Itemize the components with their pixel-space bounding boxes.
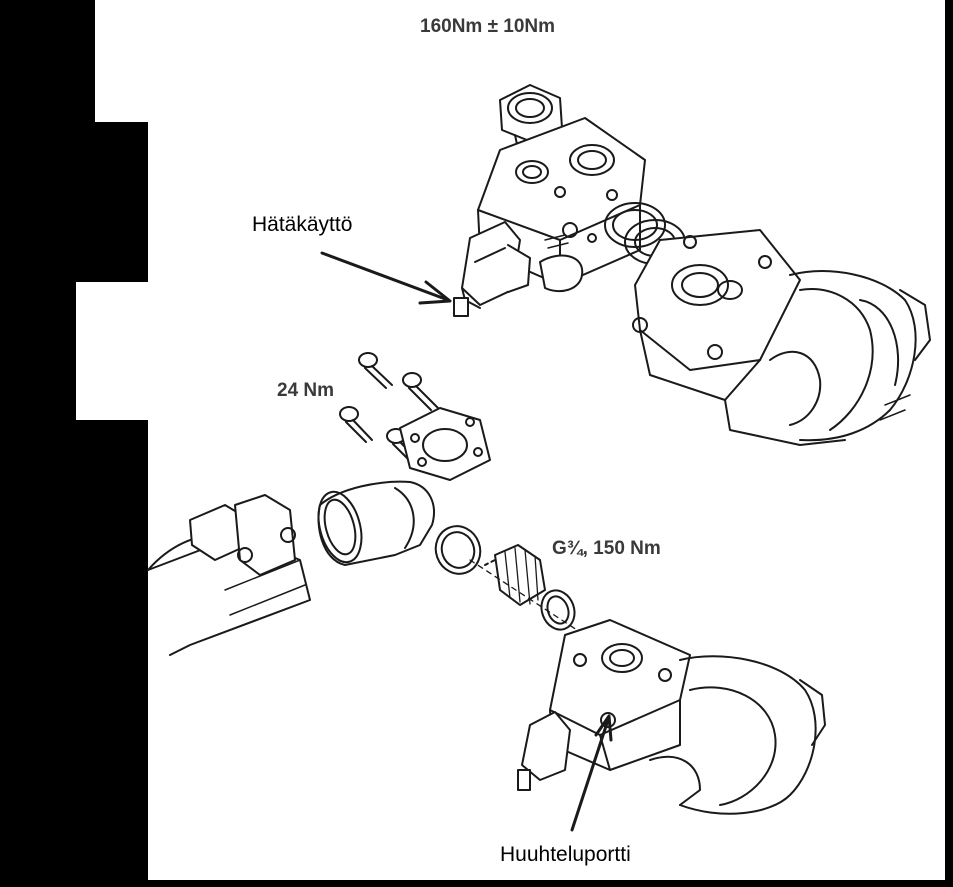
top-pump-body [632,229,931,446]
bolt-1 [358,352,393,389]
flush-port-arrow [570,714,613,832]
top-pump-assembly [453,84,931,446]
emergency-drive-actuator [453,221,584,317]
split-flange [399,407,491,481]
flange-bolts [339,352,439,465]
bolt-3 [339,406,373,443]
hose-with-clamps [147,494,311,656]
threaded-fitting [484,544,546,606]
torque-label-top: 160Nm ± 10Nm [420,16,556,37]
elbow-o-ring [434,525,482,575]
bolt-torque-label: 24 Nm [277,380,335,401]
bolt-2 [402,372,439,411]
fitting-torque-label: G¾, 150 Nm [552,538,661,559]
drawing-area [76,0,945,880]
elbow-pipe [317,480,435,566]
emergency-drive-arrow [320,251,452,305]
valve-block [477,117,646,286]
flush-port-label: Huuhteluportti [500,843,631,866]
assembly-centerline [469,559,581,633]
bottom-pump-assembly [517,619,826,815]
emergency-drive-label: Hätäkäyttö [252,213,353,236]
fitting-seal-ring [540,589,576,631]
